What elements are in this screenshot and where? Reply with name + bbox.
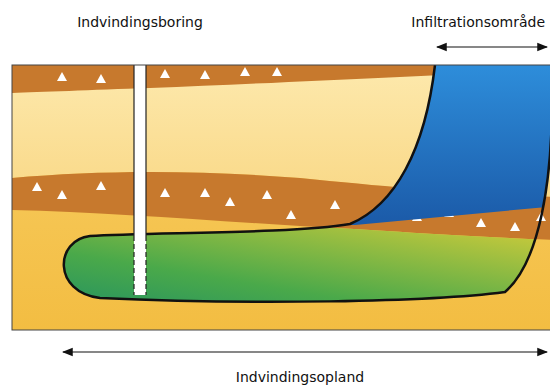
well-wall — [133, 65, 134, 236]
well-screen — [145, 236, 146, 295]
well-casing — [134, 65, 146, 295]
capture-zone-outline — [64, 65, 550, 302]
well-label: Indvindingsboring — [77, 14, 203, 31]
catchment-label: Indvindingsopland — [236, 369, 364, 386]
soil-layers — [12, 65, 550, 330]
green-groundwater — [12, 210, 550, 330]
infiltration-label: Infiltrationsområde — [411, 14, 545, 31]
dimension-arrow — [63, 351, 547, 352]
capture-zone-fill — [12, 65, 550, 330]
blue-infiltration-water — [300, 65, 550, 225]
well-wall — [145, 65, 146, 236]
section-frame — [12, 65, 550, 330]
well-pipe — [134, 65, 146, 295]
dimension-arrow — [437, 46, 547, 47]
well-screen — [133, 236, 134, 295]
